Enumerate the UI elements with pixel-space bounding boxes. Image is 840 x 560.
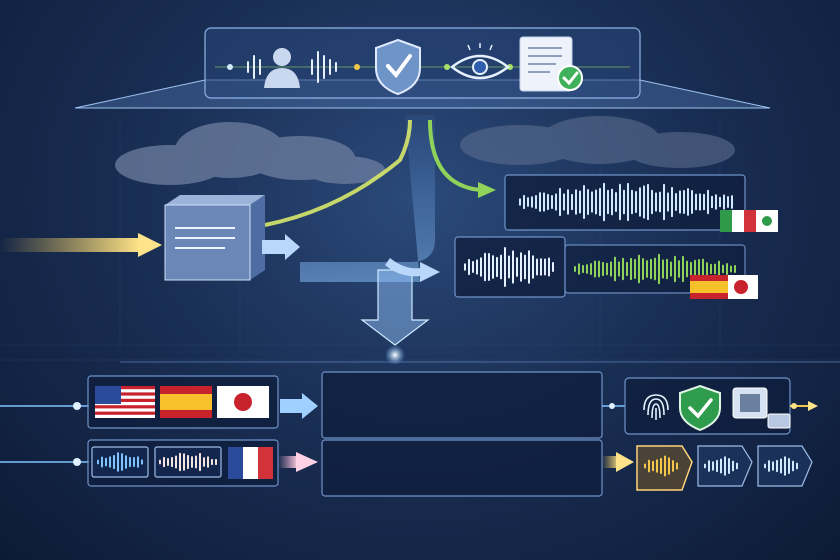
small-waveform <box>247 51 337 83</box>
waveform <box>519 182 733 222</box>
sample-tile <box>91 446 149 478</box>
waveform <box>574 253 736 285</box>
input-stream <box>0 238 140 252</box>
film-chip-icon <box>732 387 791 429</box>
waveform <box>644 455 678 477</box>
processing-server-box <box>164 195 265 281</box>
stream-curve-yellow <box>264 119 412 227</box>
france-flag <box>228 447 273 479</box>
waveform <box>333 448 589 488</box>
arrow-right-blue <box>385 258 440 282</box>
eye-icon <box>449 43 511 80</box>
mexico-flag <box>756 210 778 232</box>
waveform <box>764 456 798 476</box>
arrow-right-blue <box>280 393 318 419</box>
input-stream-pink <box>278 456 298 468</box>
arrow-right-yellow <box>616 452 634 472</box>
waveform <box>97 452 143 472</box>
downward-flow-arrow <box>360 269 430 346</box>
spain-flag <box>160 386 212 418</box>
waveform <box>159 452 217 472</box>
fingerprint-icon <box>643 394 669 420</box>
node-dot <box>354 64 360 70</box>
document-check-icon <box>519 36 583 92</box>
arrow-right-pink <box>296 452 318 472</box>
waveform <box>333 383 589 427</box>
node-dot <box>444 64 450 70</box>
arrow-right-blue <box>262 234 300 260</box>
output-stream-yellow <box>602 456 620 468</box>
arrow-right-green <box>478 182 496 198</box>
japan-flag <box>217 386 269 418</box>
node-dot <box>73 402 81 410</box>
spain-flag <box>690 275 728 299</box>
node-dot <box>227 64 233 70</box>
node-dot <box>73 458 81 466</box>
node-dot <box>791 403 797 409</box>
arrow-right-yellow <box>138 233 162 257</box>
shield-check-icon <box>679 384 721 432</box>
stream-curve-green <box>428 119 481 192</box>
shield-check-icon <box>375 38 421 96</box>
glow-dot <box>385 345 405 365</box>
main-flow-channel <box>300 115 435 282</box>
waveform <box>464 247 554 287</box>
italy-flag <box>720 210 756 232</box>
arrow-right-yellow <box>808 401 818 411</box>
node-dot <box>609 403 615 409</box>
waveform <box>704 456 738 476</box>
cloud-icon <box>460 116 735 168</box>
us-flag <box>95 386 155 418</box>
cloud-icon <box>115 122 385 185</box>
japan-flag <box>728 275 758 299</box>
person-icon <box>264 48 300 88</box>
